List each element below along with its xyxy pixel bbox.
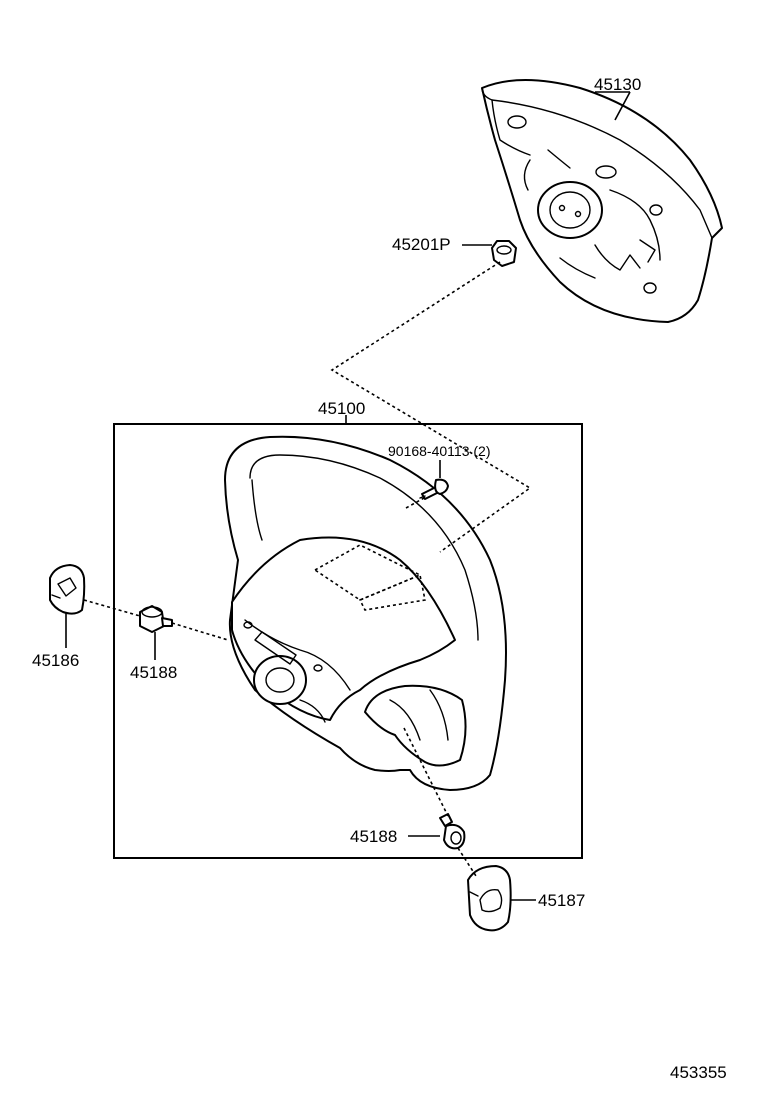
dotted-line-nut-to-wheel [330, 261, 532, 553]
part-label-45100: 45100 [318, 399, 366, 418]
leader-45130-tip [614, 91, 631, 121]
part-label-90168-40113: 90168-40113 (2) [388, 443, 491, 459]
part-label-45187: 45187 [538, 891, 586, 910]
dotted-line-45186 [83, 599, 141, 617]
switch-45188-left [139, 605, 173, 633]
dotted-line-45188-left [171, 622, 229, 641]
dotted-line-45188-bottom [403, 727, 449, 817]
nut-45201p [491, 240, 517, 267]
airbag-pad-45130 [481, 79, 723, 323]
screw-90168-40113 [419, 478, 449, 500]
part-label-45188-left: 45188 [130, 663, 178, 682]
figure-number: 453355 [670, 1063, 727, 1082]
part-label-45186: 45186 [32, 651, 80, 670]
cover-45187 [467, 865, 512, 932]
assembly-box-45100 [113, 423, 583, 859]
dotted-line-45187 [457, 847, 477, 877]
steering-wheel-45100 [224, 435, 507, 791]
cover-45186 [49, 564, 86, 615]
part-label-45201p: 45201P [392, 235, 451, 254]
switch-45188-bottom [439, 813, 466, 850]
part-label-45130: 45130 [594, 75, 642, 94]
part-label-45188-bottom: 45188 [350, 827, 398, 846]
